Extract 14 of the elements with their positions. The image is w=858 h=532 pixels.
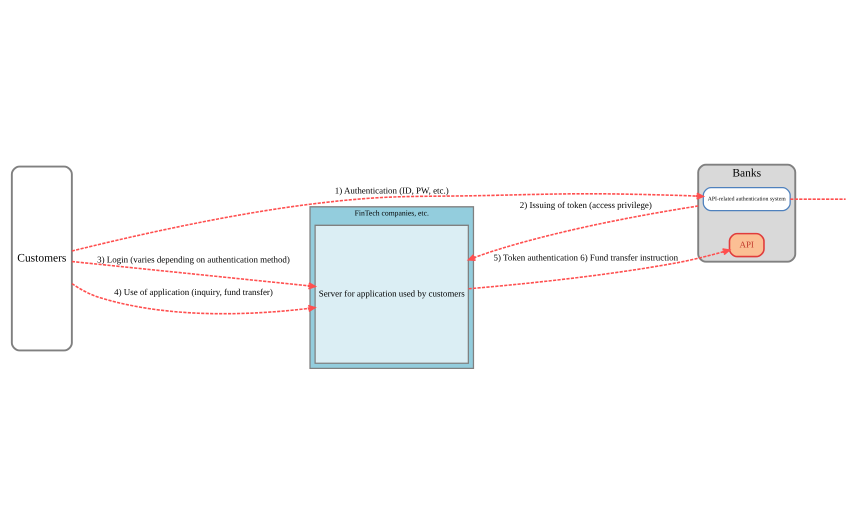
arrow [72, 192, 704, 252]
arrow [468, 204, 698, 261]
arrow [72, 282, 316, 314]
edge-label: 3) Login (varies depending on authentication method) [97, 254, 290, 264]
node-box: Server for application used by customers [314, 224, 469, 364]
arrow [72, 260, 316, 289]
edge-label: 5) Token authentication 6) Fund transfer instruction [494, 252, 678, 262]
edge-label: 1) Authentication (ID, PW, etc.) [334, 185, 449, 196]
edge-label: 4) Use of application (inquiry, fund transfer) [114, 286, 273, 297]
edge-label: 2) Issuing of token (access privilege) [520, 200, 652, 210]
connector [790, 198, 846, 200]
arrow [468, 248, 730, 290]
node-box: Customers [10, 165, 73, 351]
node-box: API [728, 232, 765, 257]
